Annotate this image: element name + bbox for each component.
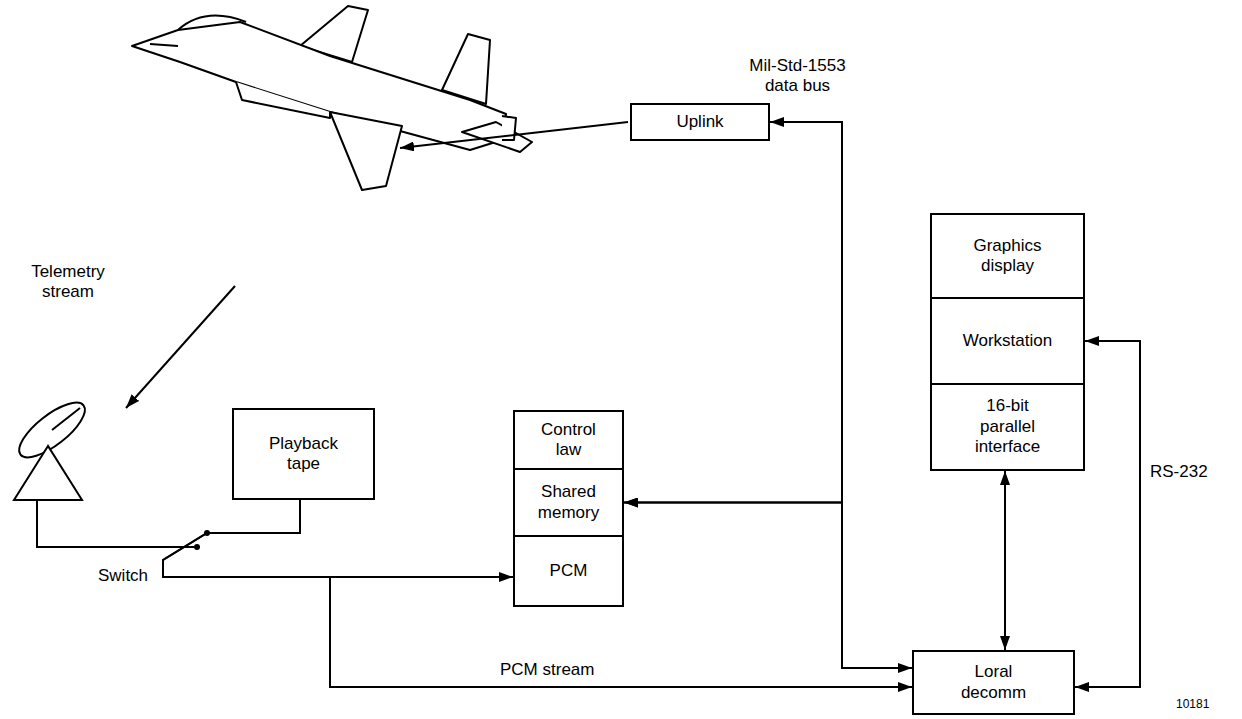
uplink-arrow [400,122,628,148]
box-label: Workstation [963,331,1052,351]
connector [624,503,912,669]
switch-label: Switch [98,566,148,586]
box-label: Playback tape [264,434,344,475]
control-law-box: Control law [513,410,624,470]
telemetry-arrow [126,286,235,408]
box-label: Shared memory [531,482,606,523]
box-label: 16-bit parallel interface [963,396,1053,457]
box-label: Loral decomm [956,662,1031,703]
pcm-box: PCM [513,535,624,607]
aircraft-drawing [132,6,532,190]
memory-box: Shared memory [513,468,624,537]
bus-label: Mil-Std-1553 data bus [745,56,850,97]
uplink-box: Uplink [630,103,770,141]
figure-number: 10181 [1176,697,1209,711]
box-label: Graphics display [960,236,1055,277]
interface-box: 16-bit parallel interface [930,383,1085,471]
stream-label: Telemetry stream [18,262,118,303]
box-label: Uplink [676,112,723,132]
tape-box: Playback tape [232,408,375,500]
connector-label: RS-232 [1150,462,1208,482]
connector [1004,471,1006,650]
decomm-box: Loral decomm [912,650,1075,715]
connector [163,500,513,577]
switch-contact [194,544,200,550]
connector-label: PCM stream [500,660,594,680]
workstation-box: Workstation [930,297,1085,385]
display-box: Graphics display [930,213,1085,299]
box-label: PCM [550,561,588,581]
box-label: Control law [534,420,604,461]
connector [624,122,842,503]
antenna-dish [11,394,195,547]
